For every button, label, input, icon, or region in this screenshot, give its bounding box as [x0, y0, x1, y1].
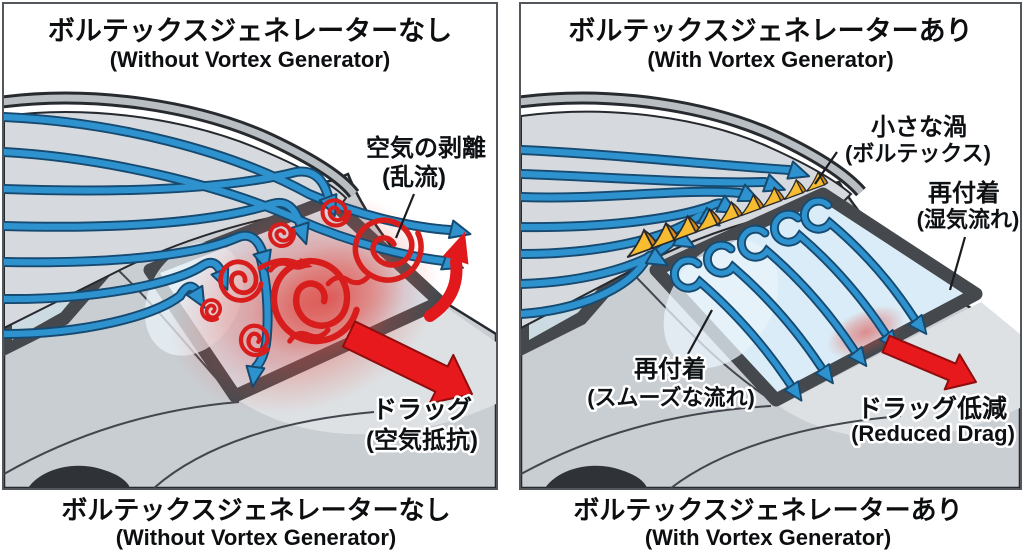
reduced-drag-arrow: [881, 334, 977, 391]
annotations: 空気の剥離 (乱流) ドラッグ (空気抵抗): [364, 132, 489, 457]
turbulence-swirls: [196, 200, 469, 361]
vortex-label-line2: (ボルテックス): [845, 141, 991, 166]
vortex-pointer-line: [814, 151, 838, 185]
left-title-jp: ボルテックスジェネレーターなし: [47, 16, 453, 46]
separation-label-line2: (乱流): [382, 164, 446, 191]
reattached-flow: [669, 196, 928, 402]
right-caption-jp: ボルテックスジェネレーターあり: [573, 495, 963, 525]
left-caption-en: (Without Vortex Generator): [115, 524, 397, 550]
right-caption-en: (With Vortex Generator): [644, 524, 892, 550]
reattach-right-label-line2: (湿気流れ): [917, 207, 1020, 232]
drag-arrow: [341, 320, 473, 405]
reattach-right-label-line1: 再付着: [928, 179, 1000, 207]
left-title-en: (Without Vortex Generator): [109, 47, 391, 73]
right-panel-title: ボルテックスジェネレーターあり (With Vortex Generator): [521, 16, 1020, 73]
drag-label-line2: (空気抵抗): [366, 426, 478, 454]
left-car-illustration: 空気の剥離 (乱流) ドラッグ (空気抵抗): [4, 91, 496, 488]
annotations: 小さな渦 (ボルテックス) 再付着 (湿気流れ) 再付着 (スムーズな流れ) ド…: [585, 112, 1020, 449]
panel-without-vg: ボルテックスジェネレーターなし (Without Vortex Generato…: [2, 2, 498, 490]
airflow-streamlines: [521, 145, 811, 319]
wheel-arch: [545, 465, 647, 488]
separation-pointer-line: [394, 193, 416, 239]
reduced-drag-label-line2: (Reduced Drag): [851, 421, 1015, 446]
right-title-en: (With Vortex Generator): [647, 47, 894, 73]
reattach-right-pointer-line: [948, 236, 967, 291]
drag-label-line1: ドラッグ: [372, 396, 472, 424]
reattach-left-label-line1: 再付着: [634, 355, 706, 383]
right-caption: ボルテックスジェネレーターあり (With Vortex Generator): [512, 496, 1024, 550]
right-car-illustration: 小さな渦 (ボルテックス) 再付着 (湿気流れ) 再付着 (スムーズな流れ) ド…: [521, 91, 1020, 488]
right-title-jp: ボルテックスジェネレーターあり: [568, 16, 973, 46]
left-caption-jp: ボルテックスジェネレーターなし: [61, 495, 451, 525]
airflow-streamlines: [4, 112, 472, 388]
panel-with-vg: ボルテックスジェネレーターあり (With Vortex Generator): [519, 2, 1022, 490]
reduced-drag-label-line1: ドラッグ低減: [857, 395, 1007, 423]
reattach-left-pointer-line: [687, 309, 713, 355]
left-panel-title: ボルテックスジェネレーターなし (Without Vortex Generato…: [4, 16, 496, 73]
separation-label-line1: 空気の剥離: [366, 134, 486, 162]
vortex-label-line1: 小さな渦: [871, 114, 967, 141]
wheel-arch: [28, 465, 130, 488]
left-caption: ボルテックスジェネレーターなし (Without Vortex Generato…: [0, 496, 512, 550]
reattach-left-label-line2: (スムーズな流れ): [587, 385, 755, 410]
recirculation-arrow: [424, 256, 463, 322]
